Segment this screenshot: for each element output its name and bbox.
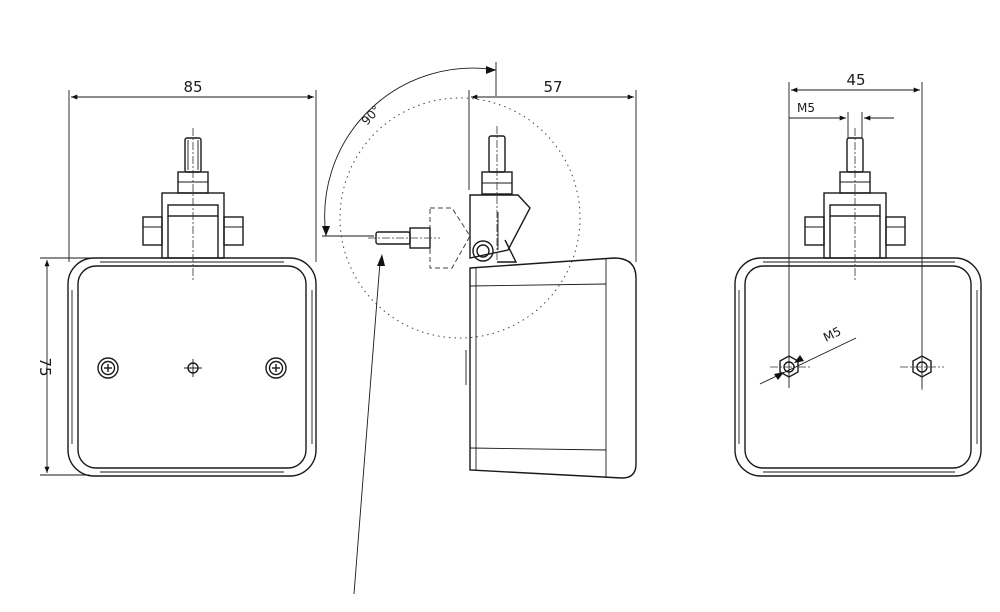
height-label: 75 <box>36 357 54 376</box>
rotated-bracket-ghost <box>368 207 471 269</box>
hole-right <box>900 345 944 390</box>
side-bracket <box>469 126 531 263</box>
spacing-label: 45 <box>846 71 865 89</box>
leader-line <box>353 261 381 595</box>
front-housing <box>67 257 317 477</box>
height-dimension: 75 <box>36 257 90 476</box>
rotation-angle: 90° <box>322 62 581 339</box>
hole-thread-dimension: M5 <box>759 324 857 385</box>
depth-dimension: 57 <box>468 78 637 262</box>
side-housing <box>465 257 637 479</box>
hole-thread-label: M5 <box>821 324 843 344</box>
width-dimension: 85 <box>68 78 317 262</box>
screw-right <box>265 357 287 379</box>
front-bracket <box>142 128 244 280</box>
center-mark <box>184 359 202 377</box>
side-view: 57 90° <box>322 62 637 595</box>
stud-thread-label: M5 <box>797 101 815 115</box>
rear-bracket <box>804 128 906 280</box>
hole-left <box>770 355 812 378</box>
stud-thread-dimension: M5 <box>789 101 894 138</box>
screw-left <box>97 357 119 379</box>
width-label: 85 <box>183 78 202 96</box>
angle-label: 90° <box>359 103 384 128</box>
rear-view: 45 M5 <box>734 71 982 477</box>
spacing-dimension: 45 <box>788 71 923 388</box>
front-view: 85 75 <box>36 78 317 477</box>
depth-label: 57 <box>543 78 562 96</box>
